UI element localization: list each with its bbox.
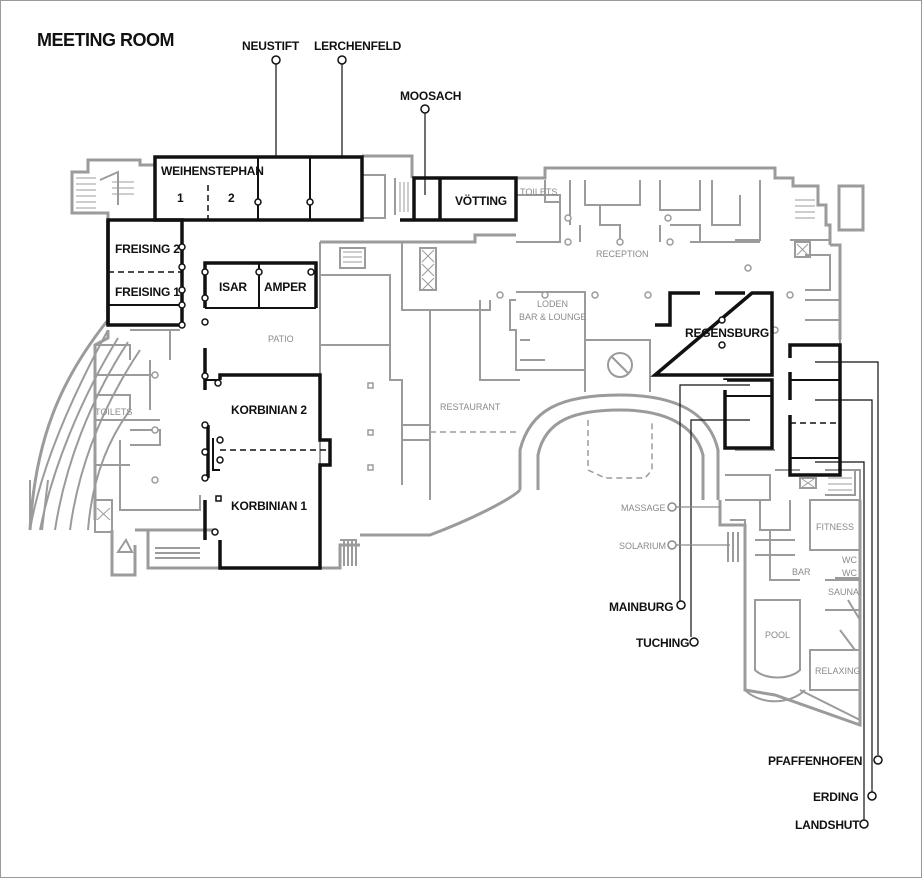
label-sauna: SAUNA [828, 587, 859, 597]
room-korbinian[interactable] [203, 348, 332, 570]
room-isar-amper[interactable] [203, 261, 318, 308]
label-tuching[interactable]: TUCHING [636, 636, 689, 650]
label-bar: BAR [792, 567, 811, 577]
leader-lines [271, 55, 883, 829]
meeting-rooms [106, 155, 842, 570]
label-toilets-left: TOILETS [95, 407, 132, 417]
room-mainburg-tuching[interactable] [723, 378, 774, 450]
room-regensburg[interactable] [650, 291, 774, 377]
label-restaurant: RESTAURANT [440, 402, 501, 412]
label-mainburg[interactable]: MAINBURG [609, 600, 674, 614]
label-korbinian-2[interactable]: KORBINIAN 2 [231, 403, 308, 417]
label-erding[interactable]: ERDING [813, 790, 859, 804]
label-reception: RECEPTION [596, 249, 649, 259]
label-toilets-top: TOILETS [520, 187, 557, 197]
label-relaxing: RELAXING [815, 666, 861, 676]
label-regensburg[interactable]: REGENSBURG [685, 326, 769, 340]
label-patio: PATIO [268, 334, 294, 344]
label-isar[interactable]: ISAR [219, 280, 248, 294]
map-title: MEETING ROOM [37, 30, 174, 50]
label-massage: MASSAGE [621, 503, 666, 513]
label-moosach[interactable]: MOOSACH [400, 89, 461, 103]
label-bar-lounge: BAR & LOUNGE [519, 312, 587, 322]
label-neustift[interactable]: NEUSTIFT [242, 39, 300, 53]
label-pool: POOL [765, 630, 790, 640]
label-wc-2: WC [842, 568, 857, 578]
column-markers [151, 214, 794, 484]
building-walls [28, 154, 865, 728]
room-pfaffenhofen-erding-landshut[interactable] [788, 343, 842, 477]
label-weihenstephan-2: 2 [228, 191, 235, 205]
label-fitness: FITNESS [816, 522, 854, 532]
labels: MEETING ROOM NEUSTIFT LERCHENFELD MOOSAC… [37, 30, 862, 832]
label-freising-2[interactable]: FREISING 2 [115, 242, 180, 256]
label-amper[interactable]: AMPER [264, 280, 307, 294]
label-freising-1[interactable]: FREISING 1 [115, 285, 180, 299]
label-lerchenfeld[interactable]: LERCHENFELD [314, 39, 402, 53]
label-solarium: SOLARIUM [619, 541, 666, 551]
label-loden: LODEN [537, 299, 568, 309]
label-weihenstephan-1: 1 [177, 191, 184, 205]
label-pfaffenhofen[interactable]: PFAFFENHOFEN [768, 754, 862, 768]
label-weihenstephan[interactable]: WEIHENSTEPHAN [161, 164, 264, 178]
label-landshut[interactable]: LANDSHUT [795, 818, 860, 832]
room-voetting[interactable] [400, 176, 518, 222]
label-korbinian-1[interactable]: KORBINIAN 1 [231, 499, 308, 513]
label-wc-1: WC [842, 555, 857, 565]
label-voetting[interactable]: VÖTTING [455, 193, 507, 208]
